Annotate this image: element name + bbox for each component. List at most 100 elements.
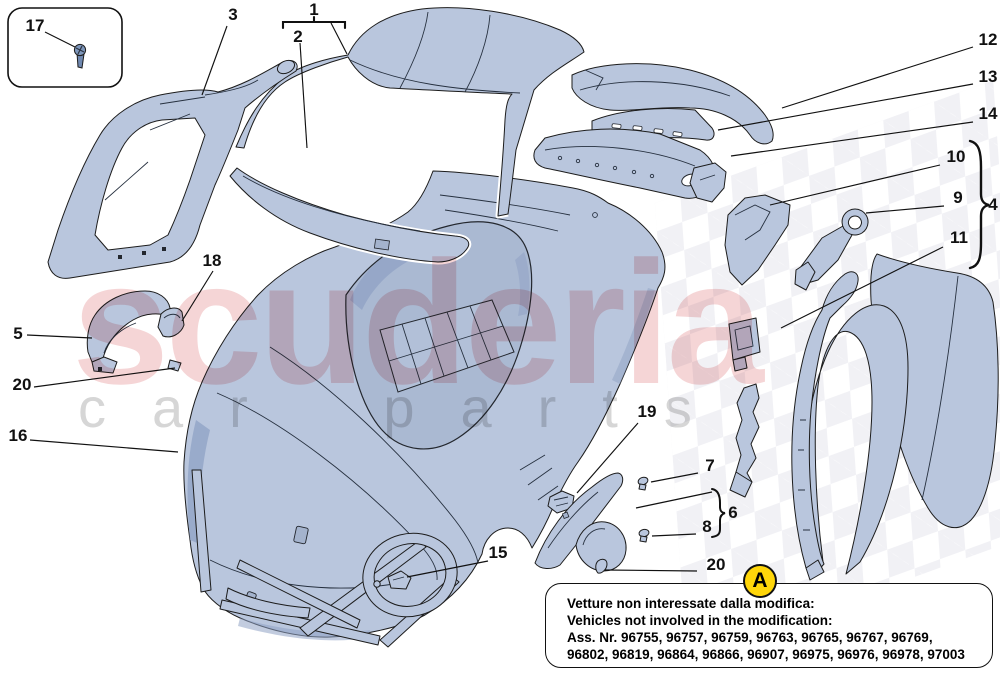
part-clip-7: [637, 476, 649, 491]
drawing-detail: [584, 69, 604, 91]
drawing-detail: [216, 392, 438, 581]
leader-12: [781, 46, 974, 109]
leader-20-left: [33, 367, 176, 388]
modification-note-box: Vetture non interessate dalla modifica: …: [545, 583, 993, 668]
drawing-detail: [350, 245, 415, 310]
part-front-fender-right: [534, 472, 627, 572]
leader-14: [730, 121, 974, 157]
callout-11: 11: [950, 228, 968, 247]
leader-7: [650, 472, 699, 483]
leader-20-right: [604, 569, 698, 572]
part-bracket-18: [157, 307, 185, 338]
part-shim-20-left: [167, 359, 182, 372]
callout-18: 18: [203, 251, 222, 270]
leader-16: [29, 439, 179, 453]
drawing-detail: [802, 304, 909, 575]
drawing-detail: [557, 155, 563, 161]
callout-1: 1: [309, 0, 318, 19]
note-line-english: Vehicles not involved in the modificatio…: [567, 613, 833, 628]
drawing-detail: [379, 299, 515, 393]
drawing-detail: [519, 454, 559, 501]
drawing-detail: [794, 261, 816, 291]
leader-15: [406, 560, 489, 578]
drawing-detail: [841, 208, 869, 236]
drawing-detail: [7, 7, 123, 88]
part-sill-strip: [729, 383, 760, 498]
drawing-detail: [612, 288, 655, 384]
drawing-detail: [163, 313, 181, 319]
drawing-detail: [805, 559, 825, 581]
leader-11: [780, 246, 944, 329]
part-pillar-trim-11: [791, 271, 859, 581]
callout-20-left: 20: [13, 375, 32, 394]
drawing-detail: [791, 271, 859, 575]
leader-lines: [26, 22, 974, 578]
drawing-detail: [732, 356, 748, 372]
callout-14: 14: [979, 104, 998, 123]
leader-2: [299, 42, 308, 149]
drawing-detail: [579, 81, 731, 97]
drawing-detail: [349, 59, 521, 94]
callout-6: 6: [728, 503, 737, 522]
callout-19: 19: [638, 402, 657, 421]
drawing-detail: [689, 162, 727, 203]
part-clip-8: [638, 528, 650, 543]
drawing-detail: [544, 146, 696, 167]
leader-3: [201, 25, 228, 96]
drawing-detail: [561, 511, 570, 520]
drawing-detail: [236, 559, 361, 629]
drawing-detail: [735, 383, 760, 488]
part-roof-panel: [235, 7, 585, 219]
callout-8: 8: [702, 517, 711, 536]
callout-4: 4: [988, 195, 998, 214]
leader-6: [635, 491, 713, 509]
drawing-detail: [104, 96, 206, 201]
drawing-detail: [571, 63, 774, 145]
drawing-detail: [734, 325, 754, 351]
drawing-detail: [611, 123, 622, 129]
drawing-detail: [547, 491, 606, 549]
drawing-detail: [98, 367, 102, 371]
note-line-italian: Vetture non interessate dalla modifica:: [567, 596, 815, 611]
leader-19: [576, 422, 639, 494]
part-arch-frame: [802, 304, 909, 575]
drawing-detail: [699, 174, 771, 241]
part-bodyshell: [183, 170, 666, 641]
callout-13: 13: [979, 67, 998, 86]
drawing-detail: [242, 175, 421, 232]
part-bracket-10: [689, 162, 791, 286]
drawing-detail: [921, 275, 959, 501]
drawing-detail: [534, 472, 624, 569]
drawing-detail: [75, 45, 85, 55]
drawing-detail: [191, 469, 212, 593]
drawing-detail: [162, 247, 166, 251]
callout-9: 9: [953, 188, 962, 207]
part-bracket-15: [373, 570, 412, 590]
drawing-detail: [575, 158, 581, 164]
drawing-detail: [631, 169, 637, 175]
part-front-subframe: [191, 469, 460, 648]
drawing-detail: [399, 11, 491, 93]
part-shim-20-right: [595, 558, 608, 574]
drawing-detail: [269, 346, 479, 564]
drawing-detail: [638, 483, 647, 491]
inset-box: 17: [7, 7, 123, 88]
drawing-detail: [388, 305, 504, 385]
drawing-detail: [362, 532, 458, 618]
drawing-detail: [515, 252, 530, 316]
drawing-detail: [595, 558, 608, 574]
drawing-detail: [86, 290, 172, 365]
drawing-detail: [672, 131, 683, 137]
callout-16: 16: [9, 426, 28, 445]
part-rear-crossmember: [533, 128, 716, 199]
part-windscreen-surround: [227, 165, 472, 265]
leader-8: [651, 533, 697, 537]
drawing-detail: [167, 359, 182, 372]
drawing-detail: [612, 165, 618, 171]
drawing-detail: [649, 173, 655, 179]
drawing-detail: [592, 212, 598, 218]
drawing-detail: [235, 7, 585, 217]
drawing-detail: [276, 59, 296, 75]
callout-12: 12: [979, 30, 998, 49]
drawing-detail: [392, 576, 405, 581]
